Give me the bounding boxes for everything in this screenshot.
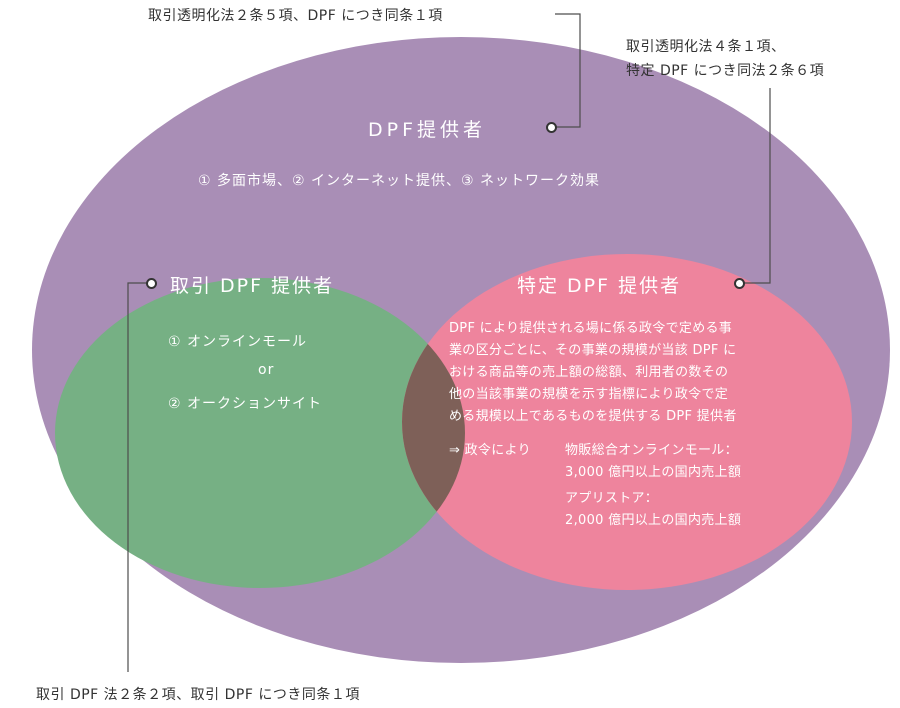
top-right-legal-ref-line1: 取引透明化法４条１項、 [626, 39, 786, 55]
specified-dpf-criteria1-value: 3,000 億円以上の国内売上額 [565, 465, 742, 480]
specified-dpf-criteria2-name: アプリストア： [565, 491, 659, 506]
specified-dpf-title: 特定 DPF 提供者 [517, 275, 682, 297]
dpf-provider-features: ① 多面市場、② インターネット提供、③ ネットワーク効果 [198, 173, 601, 189]
specified-dpf-description-line1: DPF により提供される場に係る政令で定める事 [449, 321, 733, 336]
top-ref-connector-dot [546, 122, 557, 133]
bottom-ref-connector-dot [146, 278, 157, 289]
transaction-dpf-title: 取引 DPF 提供者 [170, 275, 335, 297]
bottom-legal-ref: 取引 DPF 法２条２項、取引 DPF につき同条１項 [36, 687, 360, 703]
transaction-dpf-item1: ① オンラインモール [168, 334, 308, 350]
transaction-dpf-or: or [258, 362, 275, 378]
transaction-dpf-ellipse [55, 278, 465, 588]
specified-dpf-description-line5: める規模以上であるものを提供する DPF 提供者 [449, 409, 737, 424]
specified-dpf-description-line2: 業の区分ごとに、その事業の規模が当該 DPF に [449, 343, 737, 358]
specified-dpf-ellipse [402, 254, 852, 590]
top-right-ref-leader-line [744, 88, 771, 284]
top-legal-ref: 取引透明化法２条５項、DPF につき同条１項 [148, 8, 443, 24]
top-right-ref-connector-dot [734, 278, 745, 289]
dpf-provider-title: DPF提供者 [368, 119, 487, 141]
specified-dpf-arrow-label: ⇒ 政令により [449, 443, 531, 458]
top-right-legal-ref-line2: 特定 DPF につき同法２条６項 [626, 63, 825, 79]
specified-dpf-criteria2-value: 2,000 億円以上の国内売上額 [565, 513, 742, 528]
top-ref-leader-line [555, 13, 581, 128]
specified-dpf-description-line3: おける商品等の売上額の総額、利用者の数その [449, 365, 729, 380]
specified-dpf-criteria1-name: 物販総合オンラインモール： [565, 443, 738, 458]
specified-dpf-description-line4: 他の当該事業の規模を示す指標により政令で定 [449, 387, 729, 402]
transaction-dpf-item2: ② オークションサイト [168, 396, 323, 412]
bottom-ref-leader-line [127, 282, 153, 672]
